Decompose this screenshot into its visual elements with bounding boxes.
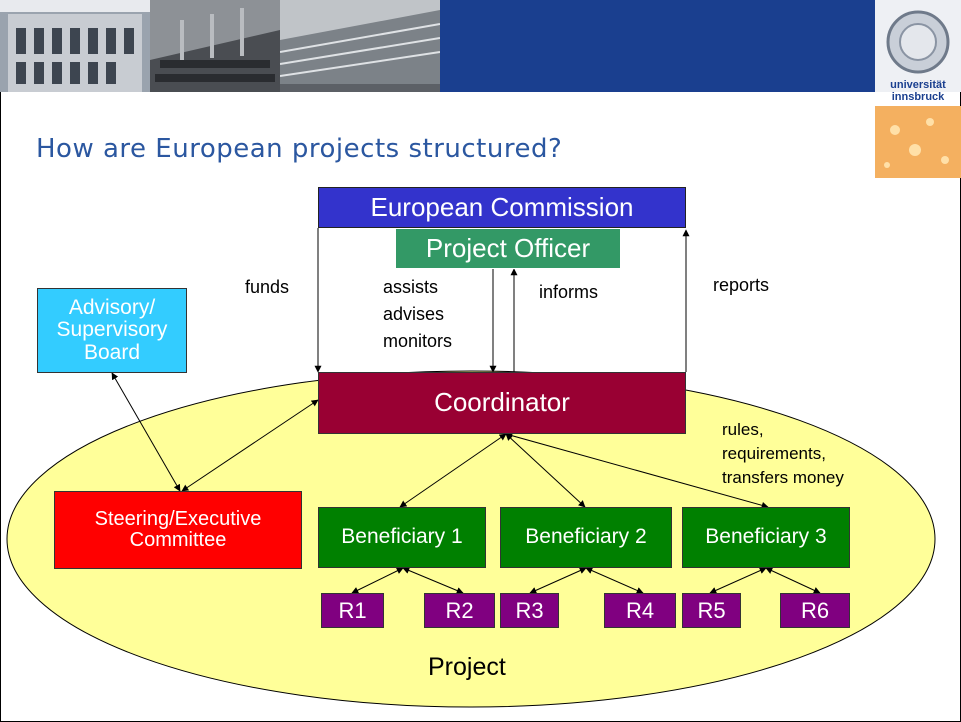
beneficiary-3-box: Beneficiary 3 [682,507,850,568]
coordinator-b3-arrow [505,432,769,509]
monitors-label: monitors [383,331,453,351]
informs-label: informs [539,282,599,302]
r3-box: R3 [500,593,559,628]
beneficiary-2-box: Beneficiary 2 [500,507,672,568]
steering-committee-box: Steering/Executive Committee [54,491,302,569]
b2-r4-arrow [585,567,644,594]
building-photo-2 [280,0,440,92]
b2-r3-arrow [529,567,587,594]
b3-r5-arrow [709,567,767,594]
coordinator-box: Coordinator [318,372,686,434]
r2-box: R2 [424,593,495,628]
advisory-steering-arrow [111,372,181,492]
coordinator-b1-arrow [399,433,507,508]
r4-box: R4 [604,593,676,628]
beneficiary-1-box: Beneficiary 1 [318,507,486,568]
university-logo: universität innsbruck [875,0,961,178]
advises-label: advises [383,304,445,324]
project-officer-box: Project Officer [395,228,621,269]
funds-label: funds [245,277,290,297]
project-label: Project [428,653,506,681]
logo-text: universität [890,79,946,91]
requirements-label: requirements, [722,444,826,463]
svg-text:innsbruck: innsbruck [892,91,945,103]
advisory-board-box: Advisory/ Supervisory Board [37,288,187,373]
reports-label: reports [713,275,770,295]
european-commission-box: European Commission [318,187,686,228]
transfers-money-label: transfers money [722,468,844,487]
slide-title: How are European projects structured? [36,134,563,164]
library-photo [150,0,280,92]
rules-label: rules, [722,420,764,439]
steering-coordinator-arrow [181,399,319,492]
r1-box: R1 [321,593,384,628]
r5-box: R5 [682,593,741,628]
b1-r2-arrow [402,567,464,594]
r6-box: R6 [780,593,850,628]
building-photo-1 [0,0,150,92]
assists-label: assists [383,277,439,297]
b3-r6-arrow [765,567,821,594]
b1-r1-arrow [351,567,404,594]
header-banner [0,0,875,92]
